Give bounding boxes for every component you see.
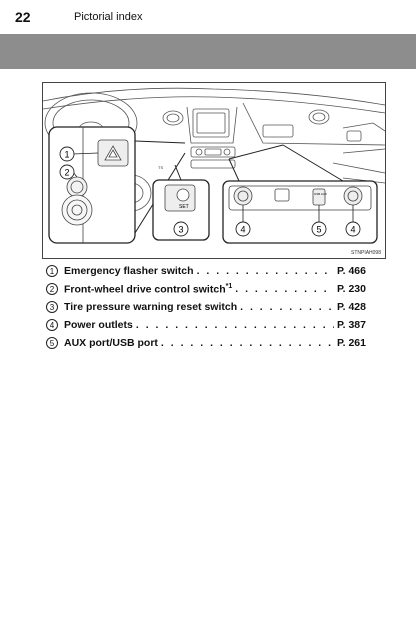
index-item-front-wheel-drive: 2 Front-wheel drive control switch*1 P. … xyxy=(46,280,366,298)
page-number: 22 xyxy=(15,9,31,25)
set-switch-label: SET xyxy=(179,204,189,210)
item-number: 4 xyxy=(46,319,58,331)
item-label: Emergency flasher switch xyxy=(64,265,194,277)
svg-text:1: 1 xyxy=(64,150,69,160)
callout-5: 5 xyxy=(311,221,327,237)
svg-text:5: 5 xyxy=(316,225,321,235)
leader-dots xyxy=(161,337,334,349)
item-number: 2 xyxy=(46,283,58,295)
leader-dots xyxy=(235,283,334,295)
dashboard-illustration: SET TS USB AUX 1 xyxy=(42,82,386,259)
callout-2: 2 xyxy=(59,164,75,180)
item-label: AUX port/USB port xyxy=(64,337,158,349)
index-item-aux-usb-port: 5 AUX port/USB port P. 261 xyxy=(46,334,366,352)
footnote-marker: *1 xyxy=(225,282,233,290)
header-band xyxy=(0,34,416,69)
index-item-emergency-flasher: 1 Emergency flasher switch P. 466 xyxy=(46,262,366,280)
item-label: Tire pressure warning reset switch xyxy=(64,301,238,313)
pictorial-index-list: 1 Emergency flasher switch P. 466 2 Fron… xyxy=(46,262,366,352)
svg-text:4: 4 xyxy=(240,225,245,235)
svg-text:3: 3 xyxy=(178,225,183,235)
page-reference[interactable]: P. 387 xyxy=(336,319,366,331)
page-reference[interactable]: P. 261 xyxy=(336,337,366,349)
page-reference[interactable]: P. 428 xyxy=(336,301,366,313)
dashboard-drawing: SET TS USB AUX 1 xyxy=(43,87,385,244)
svg-text:2: 2 xyxy=(64,168,69,178)
section-title: Pictorial index xyxy=(74,11,143,23)
index-item-power-outlets: 4 Power outlets P. 387 xyxy=(46,316,366,334)
ts-label: TS xyxy=(158,165,163,170)
callout-1: 1 xyxy=(59,146,75,162)
callout-4-right: 4 xyxy=(345,221,361,237)
svg-text:4: 4 xyxy=(350,225,355,235)
page-reference[interactable]: P. 466 xyxy=(336,265,366,277)
item-number: 3 xyxy=(46,301,58,313)
callout-3: 3 xyxy=(173,221,189,237)
item-label: Power outlets xyxy=(64,319,133,331)
leader-dots xyxy=(197,265,334,277)
index-item-tire-pressure-reset: 3 Tire pressure warning reset switch P. … xyxy=(46,298,366,316)
item-label: Front-wheel drive control switch*1 xyxy=(64,282,233,296)
leader-dots xyxy=(240,301,334,313)
usb-aux-label: USB AUX xyxy=(314,192,327,196)
leader-dots xyxy=(136,319,334,331)
callout-4-left: 4 xyxy=(235,221,251,237)
item-number: 1 xyxy=(46,265,58,277)
item-number: 5 xyxy=(46,337,58,349)
figure-code: STNPIAH098 xyxy=(350,250,381,256)
page-header: 22 Pictorial index xyxy=(0,0,416,34)
page-reference[interactable]: P. 230 xyxy=(336,283,366,295)
